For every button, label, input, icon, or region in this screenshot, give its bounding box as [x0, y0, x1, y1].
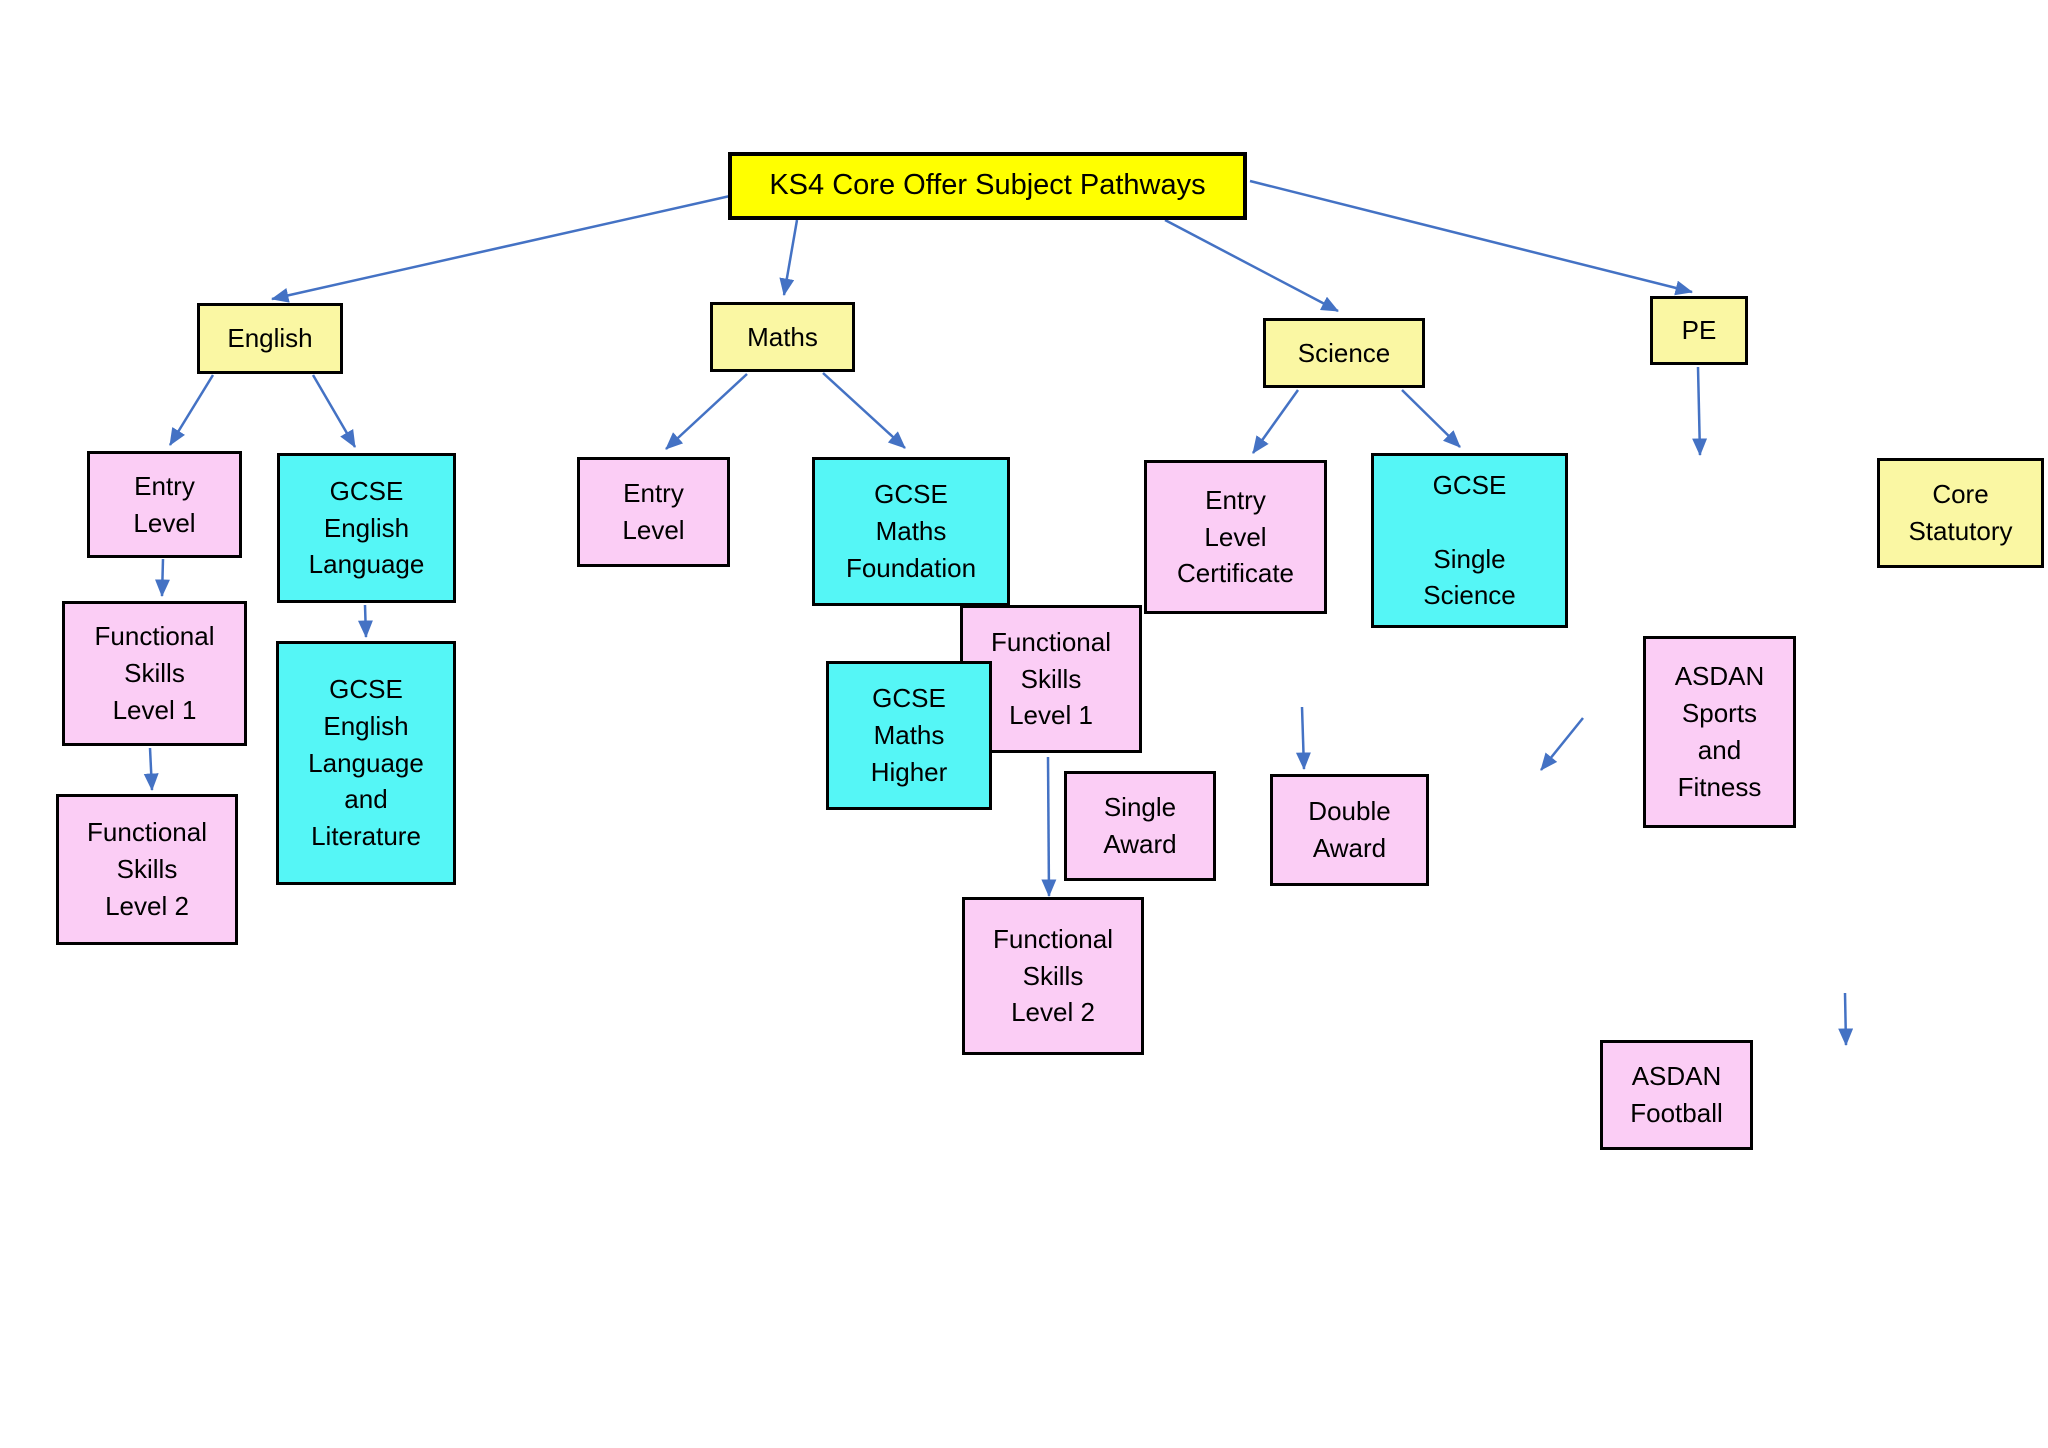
node-double-award: Double Award — [1270, 774, 1429, 886]
arrow-entry-level-fs1-english — [154, 558, 170, 597]
arrow-english-gcse-language — [311, 374, 357, 448]
arrow-floating-science-right — [1540, 717, 1584, 771]
arrow-language-literature — [357, 604, 373, 638]
node-gcse-english-language-and-literature: GCSE English Language and Literature — [276, 641, 456, 885]
arrow-maths-foundation — [822, 372, 906, 449]
node-gcse-single-science: GCSE Single Science — [1371, 453, 1568, 628]
arrow-title-pe — [1249, 179, 1693, 296]
node-functional-skills-level2-maths: Functional Skills Level 2 — [962, 897, 1144, 1055]
node-gcse-english-language: GCSE English Language — [277, 453, 456, 603]
node-entry-level-maths: Entry Level — [577, 457, 730, 567]
node-gcse-maths-higher: GCSE Maths Higher — [826, 661, 992, 810]
arrow-floating-bottom-right — [1838, 992, 1854, 1046]
node-entry-level-english: Entry Level — [87, 451, 242, 558]
node-single-award: Single Award — [1064, 771, 1216, 881]
arrow-to-double-award — [1295, 706, 1311, 770]
arrow-title-english — [271, 194, 731, 303]
arrow-english-entry-level — [168, 374, 215, 446]
node-entry-level-certificate: Entry Level Certificate — [1144, 460, 1327, 614]
node-functional-skills-level1-maths: Functional Skills Level 1 — [960, 605, 1142, 753]
arrow-pe-down — [1692, 366, 1708, 456]
node-english: English — [197, 303, 343, 374]
arrow-fs1-fs2-english — [143, 747, 159, 791]
node-asdan-football: ASDAN Football — [1600, 1040, 1753, 1150]
node-asdan-sports-and-fitness: ASDAN Sports and Fitness — [1643, 636, 1796, 828]
arrow-maths-entry-level — [665, 373, 748, 450]
arrow-fs1-fs2-maths — [1041, 756, 1057, 897]
arrow-science-entry-certificate — [1251, 389, 1300, 454]
node-maths: Maths — [710, 302, 855, 372]
node-gcse-maths-foundation: GCSE Maths Foundation — [812, 457, 1010, 606]
node-pe: PE — [1650, 296, 1748, 365]
arrow-title-maths — [779, 219, 799, 296]
arrow-science-single-science — [1401, 389, 1461, 448]
node-functional-skills-level1-english: Functional Skills Level 1 — [62, 601, 247, 746]
node-functional-skills-level2-english: Functional Skills Level 2 — [56, 794, 238, 945]
arrow-title-science — [1164, 218, 1339, 313]
node-core-statutory: Core Statutory — [1877, 458, 2044, 568]
node-science: Science — [1263, 318, 1425, 388]
node-title: KS4 Core Offer Subject Pathways — [728, 152, 1247, 220]
